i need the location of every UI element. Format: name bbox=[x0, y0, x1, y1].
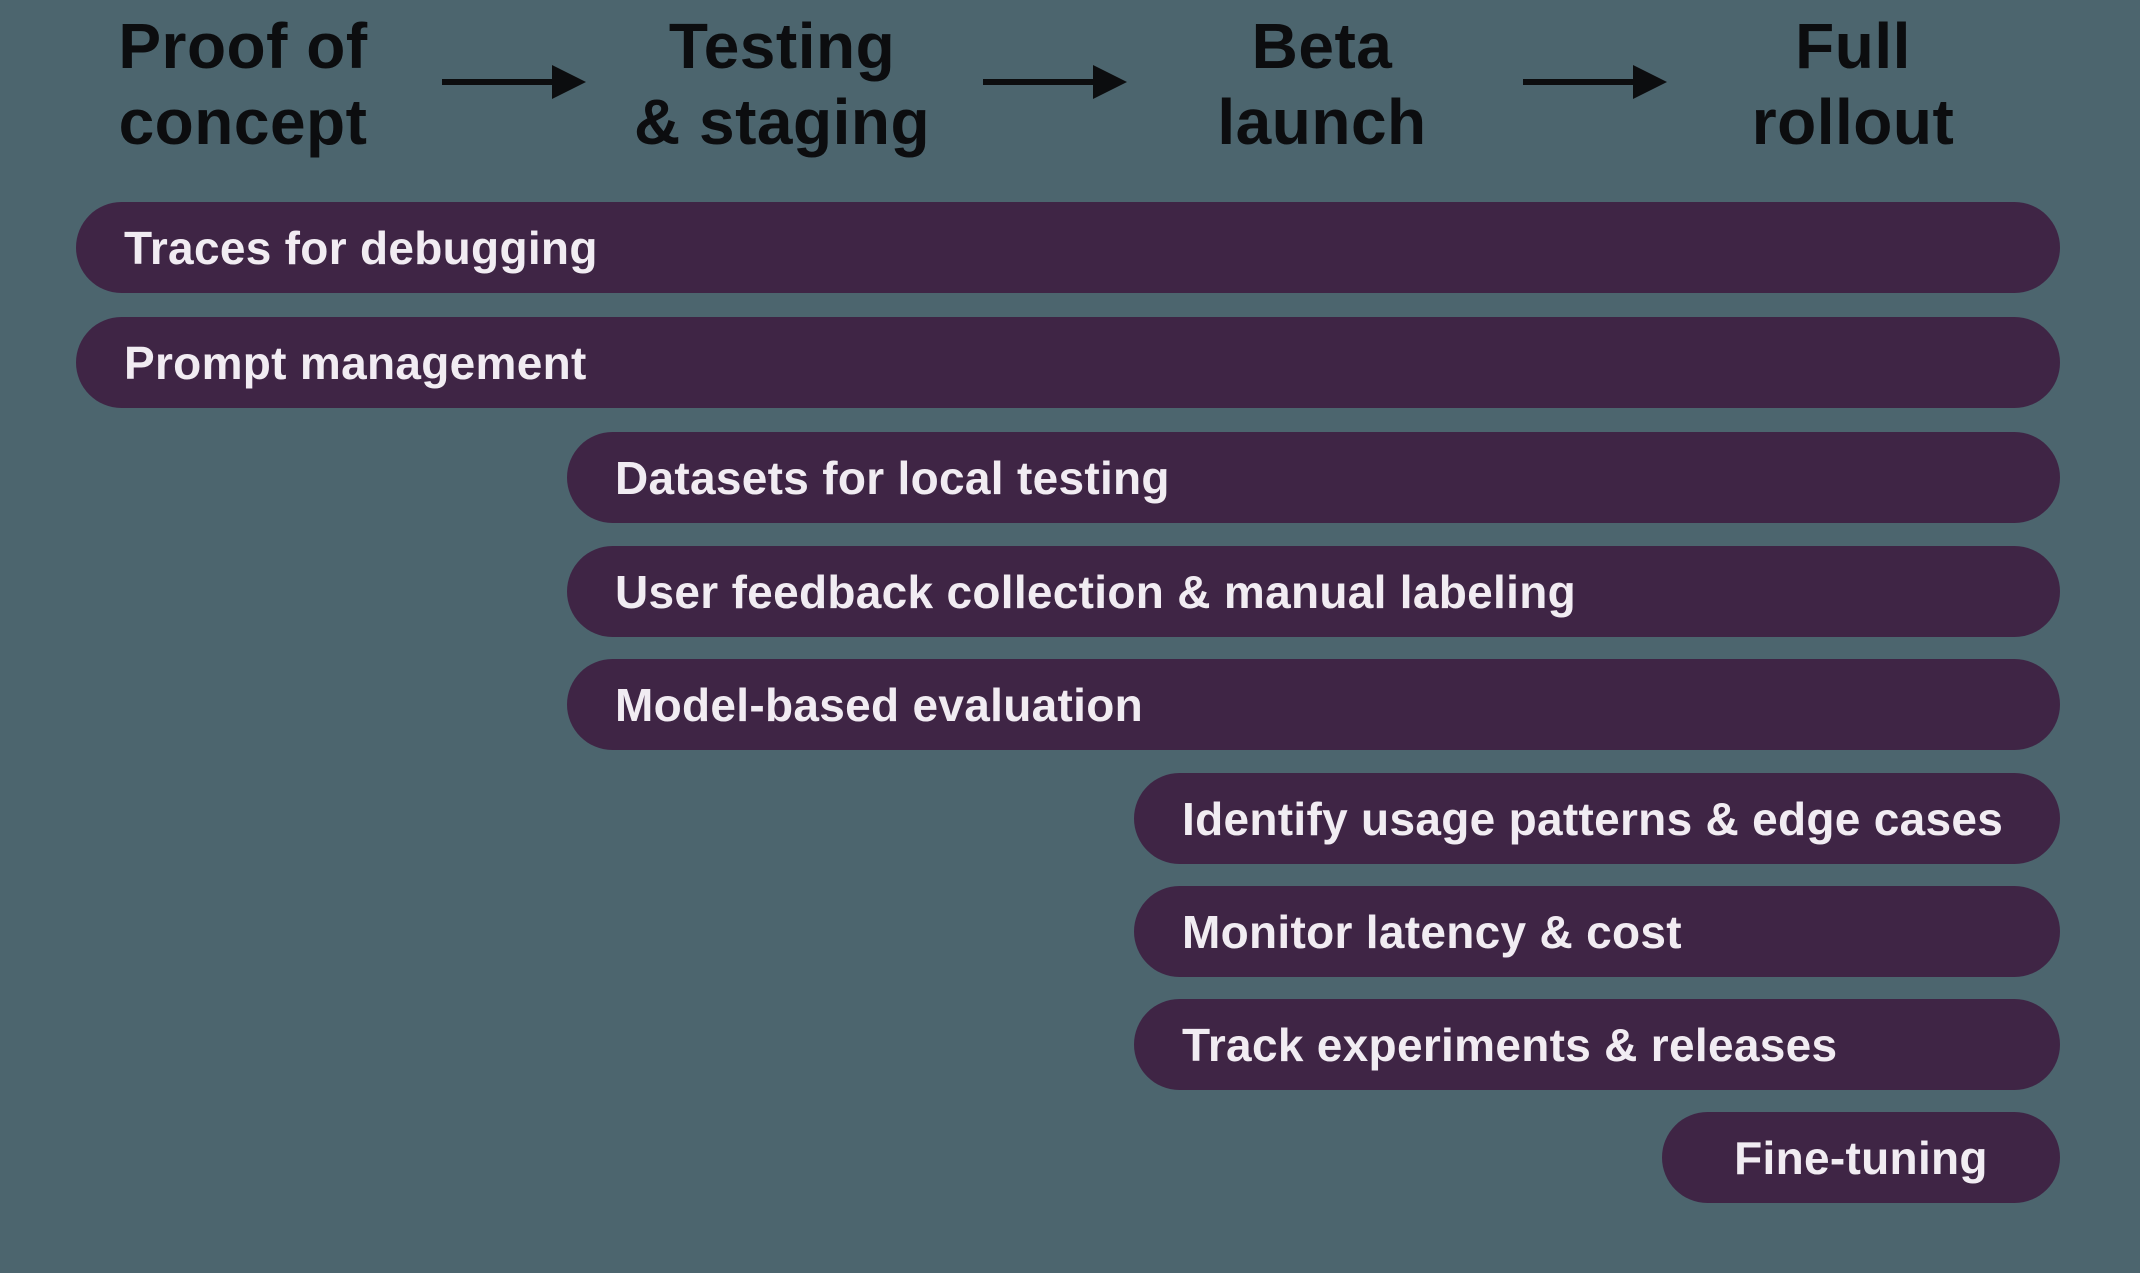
arrow-right-icon bbox=[983, 65, 1127, 99]
bar-identify-usage-patterns: Identify usage patterns & edge cases bbox=[1134, 773, 2060, 864]
stage-header-full-rollout: Full rollout bbox=[1751, 10, 1955, 158]
stage-header-testing-staging: Testing & staging bbox=[633, 10, 931, 158]
bar-monitor-latency-cost: Monitor latency & cost bbox=[1134, 886, 2060, 977]
bar-traces-for-debugging: Traces for debugging bbox=[76, 202, 2060, 293]
bar-model-based-evaluation: Model-based evaluation bbox=[567, 659, 2060, 750]
stage-header-proof-of-concept: Proof of concept bbox=[118, 10, 368, 158]
bar-prompt-management: Prompt management bbox=[76, 317, 2060, 408]
bar-fine-tuning: Fine-tuning bbox=[1662, 1112, 2060, 1203]
stage-header-beta-launch: Beta launch bbox=[1217, 10, 1427, 158]
bar-user-feedback-collection: User feedback collection & manual labeli… bbox=[567, 546, 2060, 637]
arrow-right-icon bbox=[1523, 65, 1667, 99]
arrow-right-icon bbox=[442, 65, 586, 99]
bar-datasets-for-local-testing: Datasets for local testing bbox=[567, 432, 2060, 523]
bar-track-experiments-releases: Track experiments & releases bbox=[1134, 999, 2060, 1090]
